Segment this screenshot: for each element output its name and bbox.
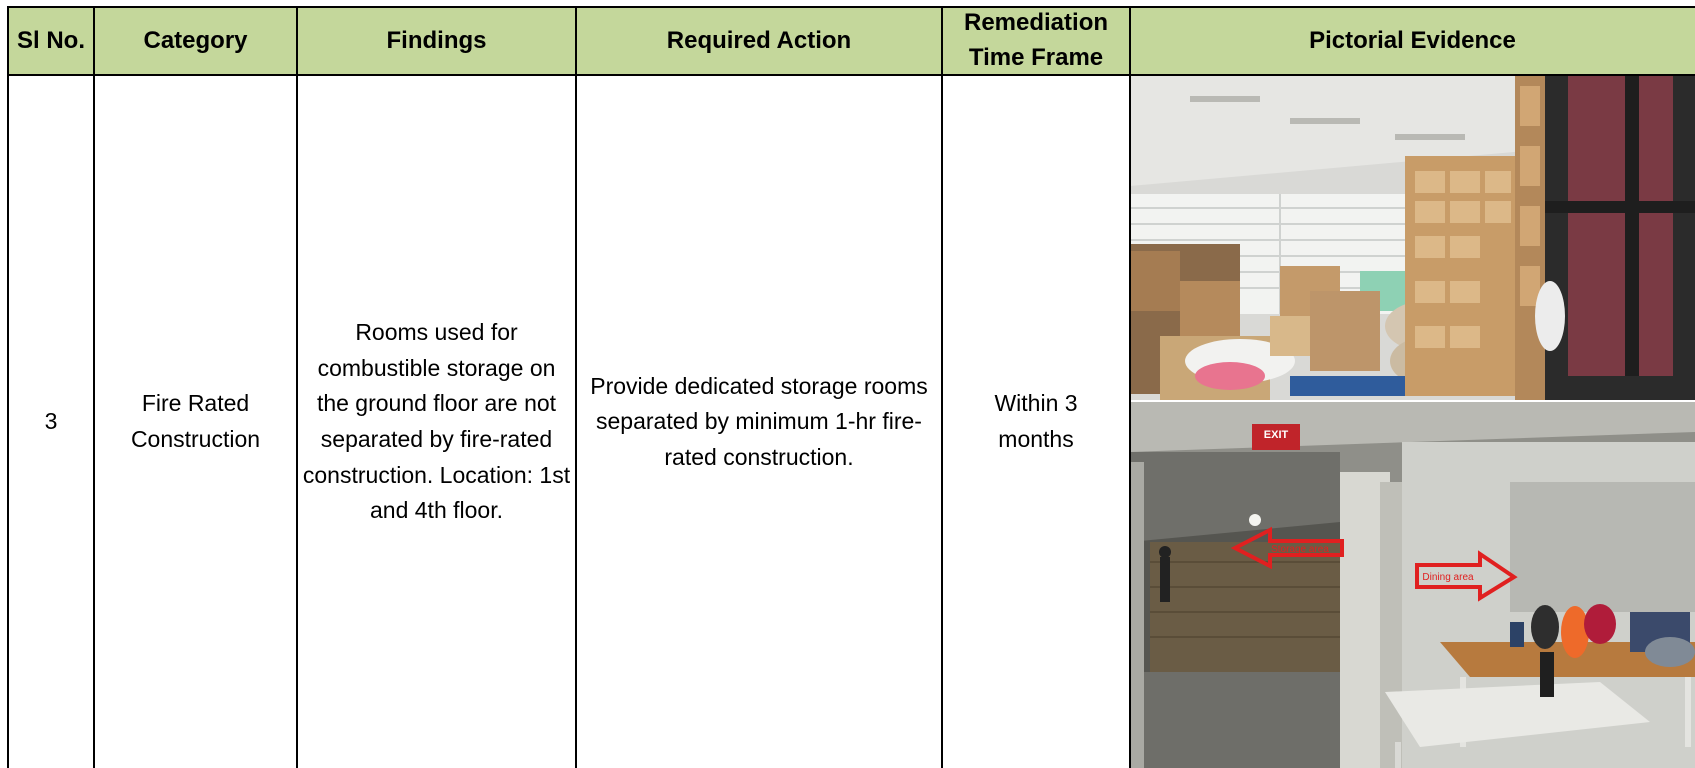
dining-area-label: Dining area [1422,572,1474,583]
column-divider [575,6,577,768]
column-divider [93,6,95,768]
cell-category-value: Fire Rated Construction [130,390,261,452]
column-divider [7,6,9,768]
column-divider [296,6,298,768]
exit-sign-text: EXIT [1264,429,1289,441]
header-pictorial-evidence-label: Pictorial Evidence [1309,26,1516,54]
storage-area-label: Storage area [1271,544,1329,555]
cell-category: Fire Rated Construction [94,76,297,768]
header-required-action: Required Action [576,6,942,76]
storage-room-photo [1130,76,1695,400]
cell-time-frame: Within 3 months [942,76,1130,768]
header-category-label: Category [143,26,248,54]
header-sl-no: Sl No. [8,6,94,76]
header-sl-no-label: Sl No. [16,26,85,54]
cell-required-action-value: Provide dedicated storage rooms separate… [590,372,928,470]
header-required-action-label: Required Action [666,26,852,54]
header-remediation-line2: Time Frame [968,44,1104,71]
cell-time-frame-value: Within 3 months [994,390,1078,452]
cell-findings-value: Rooms used for combustible storage on th… [302,319,571,524]
dining-area-arrow [1415,550,1518,602]
cell-findings: Rooms used for combustible storage on th… [297,76,576,768]
header-pictorial-evidence: Pictorial Evidence [1130,6,1695,76]
corridor-dining-photo: EXIT Storage area Dining area [1130,402,1695,768]
pictorial-evidence-cell: EXIT Storage area Dining area [1130,76,1695,768]
cell-sl-no: 3 [8,76,94,768]
header-remediation-line1: Remediation [963,9,1109,37]
column-divider [1129,6,1131,768]
cell-required-action: Provide dedicated storage rooms separate… [576,76,942,768]
header-remediation-time-frame: Remediation Time Frame [942,6,1130,76]
cell-sl-no-value: 3 [44,408,58,435]
storage-area-arrow [1230,526,1344,570]
header-category: Category [94,6,297,76]
header-findings: Findings [297,6,576,76]
column-divider [941,6,943,768]
header-findings-label: Findings [386,26,487,54]
